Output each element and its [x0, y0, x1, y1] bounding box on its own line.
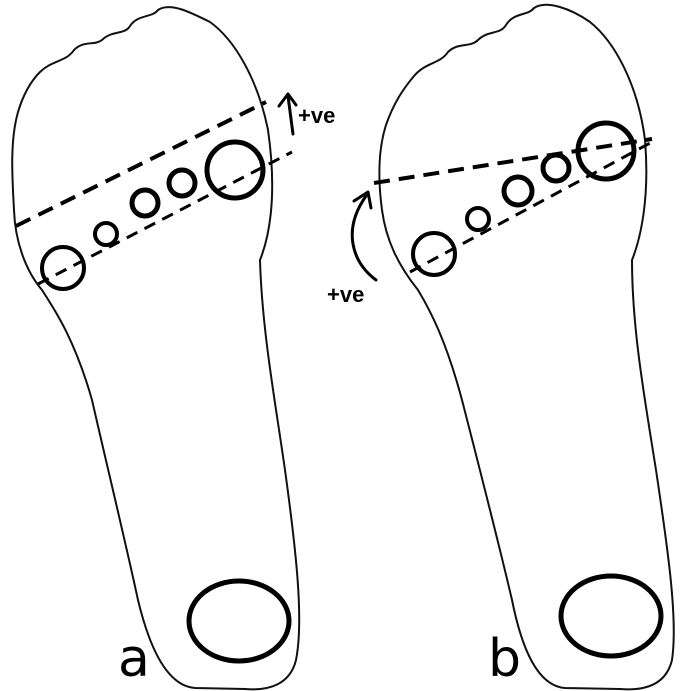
- panel-a: +ve a: [12, 7, 335, 689]
- metatarsal-head-2-b: [543, 155, 569, 181]
- sign-label-b: +ve: [327, 282, 364, 307]
- heel-circle-b: [561, 576, 661, 656]
- heel-circle-a: [189, 581, 289, 661]
- panel-label-b: b: [488, 629, 521, 689]
- dashed-line-heads-b: [410, 142, 652, 272]
- dashed-line-heads-a: [38, 152, 292, 284]
- metatarsal-head-2-a: [169, 170, 195, 196]
- metatarsal-head-5-a: [42, 247, 84, 289]
- metatarsal-head-3-a: [132, 190, 158, 216]
- panel-b: +ve b: [327, 5, 674, 690]
- dashed-line-upper-a: [16, 102, 266, 226]
- positive-arrow-b: [352, 196, 376, 280]
- metatarsal-head-4-b: [467, 208, 489, 230]
- foot-outline-a: [12, 7, 299, 689]
- foot-outline-b: [379, 5, 673, 690]
- metatarsal-head-3-b: [504, 177, 532, 205]
- metatarsal-head-4-a: [95, 223, 117, 245]
- metatarsal-head-5-b: [413, 233, 455, 275]
- sign-label-a: +ve: [298, 103, 335, 128]
- panel-label-a: a: [118, 629, 150, 689]
